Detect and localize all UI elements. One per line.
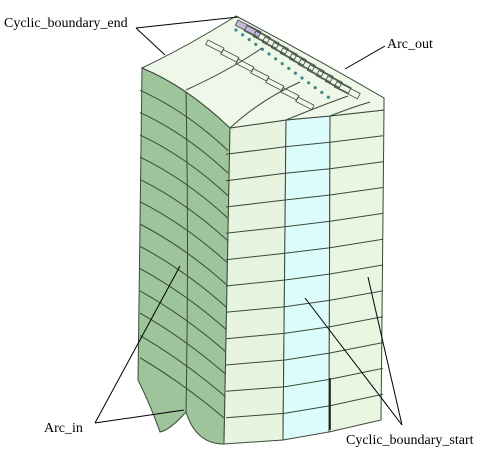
label-cyclic-boundary-start: Cyclic_boundary_start: [346, 433, 474, 448]
mesh-node-dot: [287, 66, 291, 70]
leader-arc-out: [344, 45, 386, 70]
slot-outline: [324, 75, 352, 94]
top-arc-line: [185, 47, 263, 91]
top-arc-line: [229, 81, 301, 129]
mesh-node-markers: [234, 28, 330, 99]
mesh-row-line: [225, 264, 384, 287]
leader-lines: [94, 16, 403, 426]
slot-outline: [315, 69, 343, 89]
mesh-node-dot: [274, 57, 278, 61]
slot-outline: [333, 81, 361, 100]
mesh-row-line: [225, 342, 384, 366]
leader-cyclic-start-2: [367, 276, 403, 426]
mesh-row-line: [225, 161, 384, 182]
mesh-row-line: [139, 357, 229, 422]
mesh-row-line: [225, 367, 384, 392]
mesh-row-line: [139, 223, 229, 287]
leader-cyclic-end-2: [135, 27, 166, 56]
arc-in-face: [137, 67, 231, 445]
mesh-node-dot: [326, 95, 330, 99]
slot-outline: [234, 19, 262, 38]
mesh-row-line: [139, 245, 229, 309]
mesh-row-line: [225, 135, 384, 155]
arc-in-mesh-lines: [139, 89, 229, 422]
slot-outline: [279, 47, 307, 66]
mesh-node-dot: [241, 33, 245, 37]
mesh-row-line: [225, 187, 384, 208]
mesh-row-line: [139, 156, 229, 219]
slot-outline: [270, 41, 298, 61]
top-arc-line: [329, 101, 371, 117]
cyclic-boundary-start-face: [282, 115, 331, 441]
mesh-node-dot: [320, 90, 324, 94]
mesh-node-dot: [293, 71, 297, 75]
mesh-node-dot: [254, 42, 258, 47]
mesh-node-dot: [300, 76, 304, 80]
front-mesh-lines: [225, 135, 384, 419]
mesh-row-line: [225, 290, 384, 313]
mesh-node-dot: [247, 38, 251, 42]
front-face: [223, 119, 287, 445]
slot-outline: [261, 36, 289, 55]
leader-cyclic-start-1: [304, 297, 403, 426]
slot-outline: [306, 64, 334, 83]
mesh-row-line: [139, 89, 229, 151]
mesh-row-line: [225, 212, 384, 234]
slot-outline: [295, 96, 315, 111]
mesh-row-line: [139, 178, 229, 242]
top-face: [140, 15, 385, 129]
label-arc-out: Arc_out: [387, 37, 433, 52]
mesh-row-line: [139, 134, 229, 197]
slot-outline: [252, 30, 280, 49]
mesh-row-line: [139, 268, 229, 332]
slot-outline: [297, 58, 325, 77]
mesh-node-dot: [267, 52, 271, 56]
arc-in-inner-seam: [185, 89, 188, 413]
slot-pattern: [205, 19, 361, 111]
mesh-row-line: [139, 201, 229, 264]
mesh-node-dot: [313, 86, 317, 90]
right-face: [328, 109, 385, 433]
slot-outline: [243, 25, 271, 44]
mesh-row-line: [139, 312, 229, 377]
mesh-row-line: [225, 393, 384, 419]
mesh-row-line: [225, 238, 384, 261]
top-arc-line: [285, 95, 349, 121]
slot-outline: [288, 53, 316, 72]
leader-arc-in-2: [94, 409, 185, 424]
leader-cyclic-end-1: [135, 16, 239, 29]
leader-arc-in-1: [94, 265, 181, 424]
label-cyclic-boundary-end: Cyclic_boundary_end: [4, 16, 128, 31]
mesh-node-dot: [307, 81, 311, 85]
mesh-row-line: [225, 316, 384, 340]
label-arc-in: Arc_in: [44, 421, 83, 436]
mesh-node-dot: [280, 62, 284, 66]
mesh-row-line: [139, 290, 229, 355]
mesh-row-line: [139, 112, 229, 174]
mesh-row-line: [139, 334, 229, 400]
mesh-node-dot: [234, 28, 238, 32]
